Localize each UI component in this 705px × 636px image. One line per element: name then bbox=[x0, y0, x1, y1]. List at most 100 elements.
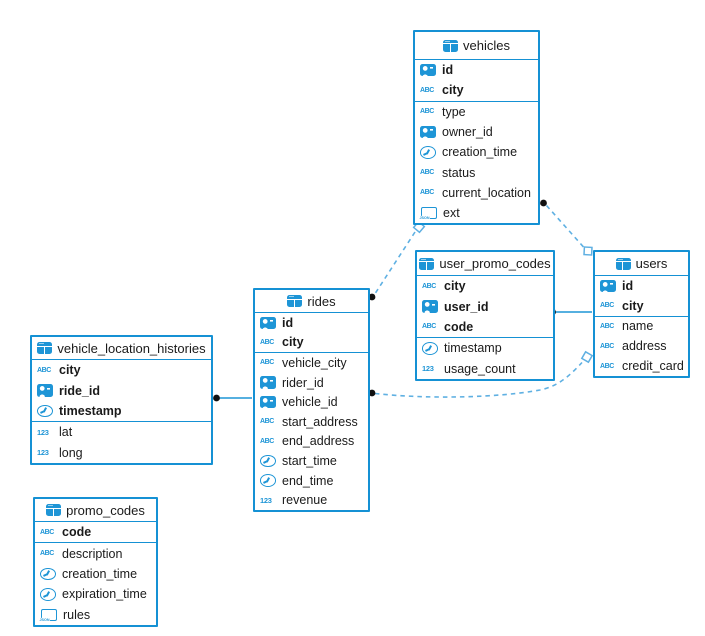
column-row[interactable]: creation_time bbox=[35, 564, 156, 584]
clock-icon bbox=[40, 567, 56, 581]
column-row[interactable]: city bbox=[32, 360, 211, 380]
column-row[interactable]: credit_card bbox=[595, 356, 688, 376]
abc-text-icon bbox=[600, 299, 616, 312]
column-row[interactable]: current_location bbox=[415, 183, 538, 203]
clock-icon bbox=[260, 454, 276, 468]
table-header[interactable]: promo_codes bbox=[35, 499, 156, 522]
column-row[interactable]: timestamp bbox=[32, 401, 211, 423]
column-row[interactable]: timestamp bbox=[417, 338, 553, 358]
clock-icon bbox=[40, 588, 56, 601]
column-row[interactable]: city bbox=[417, 276, 553, 296]
column-label: expiration_time bbox=[62, 587, 147, 602]
table-vehicle_location_histories[interactable]: vehicle_location_histories city ride_id … bbox=[30, 335, 213, 465]
column-label: city bbox=[442, 83, 464, 98]
column-row[interactable]: end_address bbox=[255, 432, 368, 452]
abc-text-icon bbox=[37, 364, 53, 377]
column-label: city bbox=[444, 279, 466, 294]
table-title: promo_codes bbox=[66, 502, 145, 518]
column-label: creation_time bbox=[442, 145, 518, 160]
column-label: lat bbox=[59, 425, 73, 440]
table-user_promo_codes[interactable]: user_promo_codes city user_id code times… bbox=[415, 250, 555, 381]
column-label: rules bbox=[63, 607, 91, 622]
column-row[interactable]: name bbox=[595, 317, 688, 337]
abc-text-icon bbox=[260, 356, 276, 369]
column-label: ext bbox=[443, 206, 460, 221]
column-label: end_time bbox=[282, 473, 334, 488]
column-row[interactable]: id bbox=[595, 276, 688, 296]
number-123-icon bbox=[37, 446, 53, 459]
column-row[interactable]: owner_id bbox=[415, 122, 538, 142]
column-row[interactable]: ride_id bbox=[32, 380, 211, 400]
table-header[interactable]: rides bbox=[255, 290, 368, 313]
column-row[interactable]: user_id bbox=[417, 296, 553, 316]
column-label: status bbox=[442, 165, 476, 180]
column-label: code bbox=[62, 525, 92, 540]
column-row[interactable]: city bbox=[595, 296, 688, 317]
column-row[interactable]: creation_time bbox=[415, 142, 538, 162]
table-title: users bbox=[635, 256, 668, 271]
table-users[interactable]: users id city name address credit_card bbox=[593, 250, 690, 378]
table-icon bbox=[419, 257, 435, 270]
abc-text-icon bbox=[260, 336, 276, 349]
column-row[interactable]: start_time bbox=[255, 451, 368, 471]
relation-rides-users[interactable] bbox=[374, 361, 583, 398]
relation-endpoint-dot bbox=[368, 293, 376, 301]
column-row[interactable]: ext bbox=[415, 203, 538, 223]
table-title: user_promo_codes bbox=[439, 256, 551, 271]
column-row[interactable]: id bbox=[415, 60, 538, 80]
abc-text-icon bbox=[600, 320, 616, 333]
table-header[interactable]: vehicles bbox=[415, 32, 538, 60]
table-header[interactable]: user_promo_codes bbox=[417, 252, 553, 276]
column-label: code bbox=[444, 319, 474, 334]
column-row[interactable]: long bbox=[32, 443, 211, 463]
column-row[interactable]: status bbox=[415, 162, 538, 182]
clock-icon bbox=[260, 474, 276, 487]
column-row[interactable]: description bbox=[35, 543, 156, 563]
clock-icon bbox=[420, 146, 436, 159]
abc-text-icon bbox=[422, 320, 438, 333]
table-vehicles[interactable]: vehicles id city type owner_id creation_… bbox=[413, 30, 540, 226]
column-row[interactable]: start_address bbox=[255, 412, 368, 432]
number-123-icon bbox=[422, 362, 438, 375]
column-row[interactable]: city bbox=[415, 80, 538, 102]
column-row[interactable]: city bbox=[255, 333, 368, 354]
column-label: id bbox=[442, 63, 454, 78]
column-row[interactable]: vehicle_city bbox=[255, 353, 368, 373]
column-row[interactable]: id bbox=[255, 313, 368, 333]
table-header[interactable]: vehicle_location_histories bbox=[32, 337, 211, 360]
column-row[interactable]: expiration_time bbox=[35, 584, 156, 604]
column-row[interactable]: rider_id bbox=[255, 373, 368, 393]
column-row[interactable]: vehicle_id bbox=[255, 392, 368, 412]
abc-text-icon bbox=[260, 435, 276, 448]
abc-text-icon bbox=[420, 84, 436, 97]
column-label: name bbox=[622, 319, 654, 334]
column-label: start_address bbox=[282, 414, 358, 429]
column-row[interactable]: code bbox=[417, 317, 553, 339]
id-badge-icon bbox=[260, 316, 276, 330]
column-row[interactable]: end_time bbox=[255, 471, 368, 491]
column-row[interactable]: code bbox=[35, 522, 156, 544]
abc-text-icon bbox=[420, 105, 436, 118]
abc-text-icon bbox=[420, 166, 436, 179]
id-badge-icon bbox=[422, 300, 438, 313]
id-badge-icon bbox=[420, 125, 436, 139]
table-title: rides bbox=[307, 293, 336, 309]
column-row[interactable]: address bbox=[595, 336, 688, 356]
column-row[interactable]: usage_count bbox=[417, 359, 553, 379]
column-row[interactable]: lat bbox=[32, 422, 211, 442]
table-rides[interactable]: rides id city vehicle_city rider_id vehi… bbox=[253, 288, 370, 512]
number-123-icon bbox=[260, 494, 276, 507]
column-label: description bbox=[62, 546, 123, 561]
table-header[interactable]: users bbox=[595, 252, 688, 276]
column-label: creation_time bbox=[62, 566, 138, 581]
abc-text-icon bbox=[600, 340, 616, 353]
relation-vehicles-users[interactable] bbox=[545, 204, 585, 248]
column-label: revenue bbox=[282, 493, 328, 508]
table-promo_codes[interactable]: promo_codes code description creation_ti… bbox=[33, 497, 158, 627]
column-row[interactable]: rules bbox=[35, 605, 156, 625]
column-label: id bbox=[282, 315, 294, 330]
column-row[interactable]: type bbox=[415, 102, 538, 122]
relation-vehicles-rides[interactable] bbox=[373, 231, 416, 295]
column-row[interactable]: revenue bbox=[255, 490, 368, 510]
clock-icon bbox=[37, 404, 53, 418]
